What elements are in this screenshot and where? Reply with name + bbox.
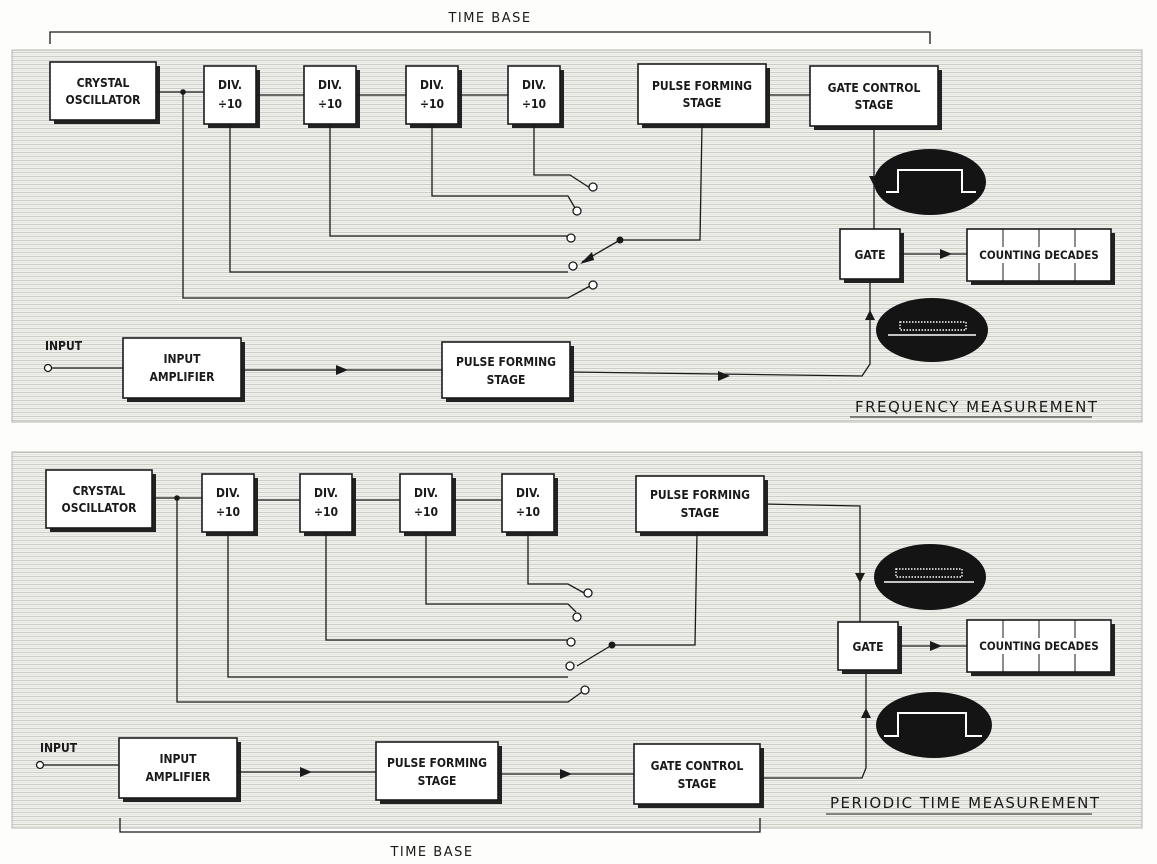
frequency-measurement-caption: FREQUENCY MEASUREMENT xyxy=(855,398,1099,416)
divider-block-3: DIV. ÷10 xyxy=(405,65,462,128)
divider-block-3: DIV. ÷10 xyxy=(399,473,456,536)
svg-text:DIV.: DIV. xyxy=(216,486,240,500)
svg-text:INPUT: INPUT xyxy=(163,352,201,366)
bottom-wiring xyxy=(35,495,967,779)
svg-text:÷10: ÷10 xyxy=(516,505,540,519)
svg-text:DIV.: DIV. xyxy=(314,486,338,500)
svg-text:GATE CONTROL: GATE CONTROL xyxy=(828,81,921,95)
divider-block-2: DIV. ÷10 xyxy=(299,473,356,536)
svg-text:DIV.: DIV. xyxy=(218,78,242,92)
pulse-forming-stage-block-1: PULSE FORMING STAGE xyxy=(637,63,770,128)
svg-text:÷10: ÷10 xyxy=(216,505,240,519)
divider-block-1: DIV. ÷10 xyxy=(203,65,260,128)
svg-text:PULSE FORMING: PULSE FORMING xyxy=(652,79,752,93)
top-wiring xyxy=(43,89,967,381)
svg-text:PULSE FORMING: PULSE FORMING xyxy=(456,355,556,369)
svg-text:÷10: ÷10 xyxy=(218,97,242,111)
svg-text:÷10: ÷10 xyxy=(522,97,546,111)
time-base-bracket xyxy=(119,818,761,833)
svg-text:GATE: GATE xyxy=(852,640,883,654)
svg-text:DIV.: DIV. xyxy=(522,78,546,92)
svg-text:INPUT: INPUT xyxy=(159,752,197,766)
svg-text:COUNTING DECADES: COUNTING DECADES xyxy=(979,639,1098,653)
gate-block: GATE xyxy=(839,228,904,283)
pulse-forming-stage-block-1: PULSE FORMING STAGE xyxy=(635,475,768,536)
svg-text:STAGE: STAGE xyxy=(418,774,457,788)
frequency-measurement-diagram: TIME BASE CRYSTAL OSCILLATOR DIV. ÷10 DI… xyxy=(11,11,1143,423)
crystal-oscillator-block: CRYSTAL OSCILLATOR xyxy=(49,61,160,124)
svg-text:STAGE: STAGE xyxy=(678,777,717,791)
crystal-oscillator-block: CRYSTAL OSCILLATOR xyxy=(45,469,156,532)
svg-text:STAGE: STAGE xyxy=(487,373,526,387)
svg-text:GATE: GATE xyxy=(854,248,885,262)
counting-decades-block: COUNTING DECADES xyxy=(966,619,1115,676)
counting-decades-block: COUNTING DECADES xyxy=(966,228,1115,285)
gate-pulse-waveform-icon xyxy=(874,149,986,215)
svg-text:÷10: ÷10 xyxy=(420,97,444,111)
svg-text:PULSE FORMING: PULSE FORMING xyxy=(387,756,487,770)
svg-text:STAGE: STAGE xyxy=(681,506,720,520)
svg-text:÷10: ÷10 xyxy=(318,97,342,111)
time-base-bracket xyxy=(49,31,931,44)
time-base-label: TIME BASE xyxy=(389,845,473,860)
divider-block-2: DIV. ÷10 xyxy=(303,65,360,128)
svg-text:COUNTING DECADES: COUNTING DECADES xyxy=(979,248,1098,262)
svg-text:GATE CONTROL: GATE CONTROL xyxy=(651,759,744,773)
svg-text:DIV.: DIV. xyxy=(318,78,342,92)
gate-control-stage-block: GATE CONTROL STAGE xyxy=(809,65,942,130)
svg-text:DIV.: DIV. xyxy=(516,486,540,500)
svg-text:DIV.: DIV. xyxy=(420,78,444,92)
periodic-time-measurement-caption: PERIODIC TIME MEASUREMENT xyxy=(830,794,1101,812)
svg-text:STAGE: STAGE xyxy=(683,96,722,110)
gate-block: GATE xyxy=(837,621,902,674)
input-label: INPUT xyxy=(40,741,78,755)
svg-text:AMPLIFIER: AMPLIFIER xyxy=(150,370,216,384)
divider-block-4: DIV. ÷10 xyxy=(507,65,564,128)
gate-control-stage-block: GATE CONTROL STAGE xyxy=(633,743,764,808)
input-amplifier-block: INPUT AMPLIFIER xyxy=(118,737,241,802)
pulse-train-waveform-icon xyxy=(876,298,988,362)
svg-text:DIV.: DIV. xyxy=(414,486,438,500)
svg-text:OSCILLATOR: OSCILLATOR xyxy=(66,93,142,107)
input-amplifier-block: INPUT AMPLIFIER xyxy=(122,337,245,402)
pulse-train-waveform-icon xyxy=(874,544,986,610)
input-label: INPUT xyxy=(45,339,83,353)
divider-block-1: DIV. ÷10 xyxy=(201,473,258,536)
pulse-forming-stage-block-2: PULSE FORMING STAGE xyxy=(375,741,502,804)
svg-text:STAGE: STAGE xyxy=(855,98,894,112)
time-base-label: TIME BASE xyxy=(447,11,531,26)
divider-block-4: DIV. ÷10 xyxy=(501,473,558,536)
svg-text:PULSE FORMING: PULSE FORMING xyxy=(650,488,750,502)
pulse-forming-stage-block-2: PULSE FORMING STAGE xyxy=(441,341,574,402)
svg-text:AMPLIFIER: AMPLIFIER xyxy=(146,770,212,784)
svg-text:÷10: ÷10 xyxy=(414,505,438,519)
periodic-time-measurement-diagram: CRYSTAL OSCILLATOR DIV. ÷10 DIV. ÷10 DIV… xyxy=(11,451,1143,860)
gate-pulse-waveform-icon xyxy=(876,692,992,758)
svg-text:÷10: ÷10 xyxy=(314,505,338,519)
svg-text:CRYSTAL: CRYSTAL xyxy=(73,484,126,498)
svg-text:CRYSTAL: CRYSTAL xyxy=(77,76,130,90)
svg-text:OSCILLATOR: OSCILLATOR xyxy=(62,501,138,515)
